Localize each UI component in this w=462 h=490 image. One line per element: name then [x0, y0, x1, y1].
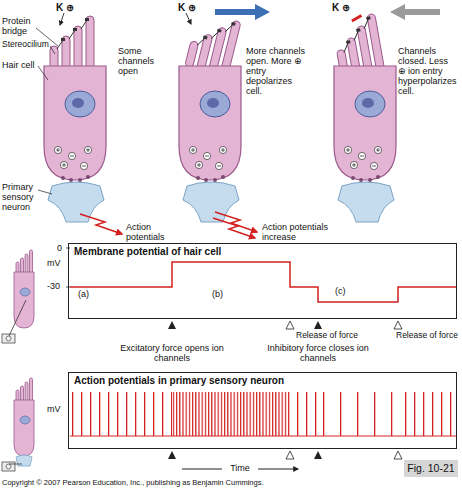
- illustration-part: [286, 451, 294, 459]
- axis-value: -30: [47, 281, 60, 291]
- illustration-part: [314, 451, 322, 459]
- axis-unit: mV: [47, 258, 61, 268]
- illustration-part: [172, 392, 290, 436]
- electrode-wire: [9, 300, 26, 336]
- ion-label: K ⊕: [332, 2, 350, 13]
- phase-label: (c): [335, 286, 346, 296]
- illustration-part: [290, 392, 318, 436]
- ion-label: K ⊕: [178, 2, 196, 13]
- state-note: Some channels open: [118, 46, 160, 76]
- illustration-part: [286, 321, 294, 329]
- output-label: Action potentials increase: [262, 222, 338, 242]
- block-bar: [351, 14, 362, 22]
- illustration-part: [168, 451, 176, 459]
- hair-cell: [44, 66, 106, 222]
- event-label: Release of force: [296, 331, 358, 341]
- copyright-note: Copyright © 2007 Pearson Education, Inc.…: [2, 479, 264, 487]
- hair-cell: [179, 66, 241, 222]
- ion-arrow: [186, 13, 191, 24]
- graph-panel: Action potentials in primary sensory neu…: [68, 372, 457, 449]
- illustration-part: [318, 392, 398, 436]
- node-title: Membrane potential of hair cell: [69, 244, 456, 259]
- part-label: Protein bridge: [2, 16, 38, 36]
- ion-arrow: [60, 13, 64, 25]
- illustration-part: [314, 321, 322, 329]
- action-potential-arrow: [213, 218, 255, 238]
- event-markers: [168, 321, 402, 329]
- axis-title: Time: [222, 463, 258, 473]
- output-label: Action potentials: [126, 222, 174, 242]
- phase-label: (a): [78, 289, 89, 299]
- graph-panel: Membrane potential of hair cell: [68, 243, 457, 319]
- electrode-wire: [9, 464, 22, 465]
- membrane-trace: [70, 262, 456, 302]
- leader-line: [36, 28, 58, 194]
- axis-value: 0: [57, 243, 62, 253]
- action-potential-arrow: [215, 212, 257, 232]
- illustration-part: [168, 321, 176, 329]
- illustration-part: [398, 392, 456, 436]
- force-arrow: [390, 4, 440, 20]
- part-label: Stereocilium: [2, 40, 49, 50]
- event-label: Release of force: [396, 331, 458, 341]
- phase-label: (b): [212, 289, 223, 299]
- event-markers: [168, 451, 402, 459]
- ion-label: K ⊕: [56, 2, 74, 13]
- state-note: More channels open. More ⊕ entry depolar…: [246, 46, 310, 96]
- spike-train: [72, 392, 456, 436]
- hair-cell: [334, 66, 396, 222]
- event-label: Excitatory force opens ion channels: [120, 343, 224, 363]
- part-label: Hair cell: [2, 60, 35, 70]
- action-potential-arrow: [80, 214, 122, 234]
- figure-number-box: Fig. 10-21: [404, 460, 458, 477]
- force-arrow: [215, 4, 270, 20]
- recording-icon: [2, 250, 34, 343]
- stereocilia-bundle: [50, 16, 94, 72]
- recording-icon: [2, 378, 34, 471]
- event-label: Inhibitory force closes ion channels: [266, 343, 370, 363]
- state-note: Channels closed. Less ⊕ ion entry hyperp…: [398, 46, 458, 96]
- axis-unit: mV: [47, 404, 61, 414]
- node-title: Action potentials in primary sensory neu…: [69, 373, 456, 388]
- illustration-part: [394, 321, 402, 329]
- illustration-part: [72, 392, 172, 436]
- illustration-part: [394, 451, 402, 459]
- node-title: Fig. 10-21: [404, 460, 458, 477]
- part-label: Primary sensory neuron: [2, 182, 44, 212]
